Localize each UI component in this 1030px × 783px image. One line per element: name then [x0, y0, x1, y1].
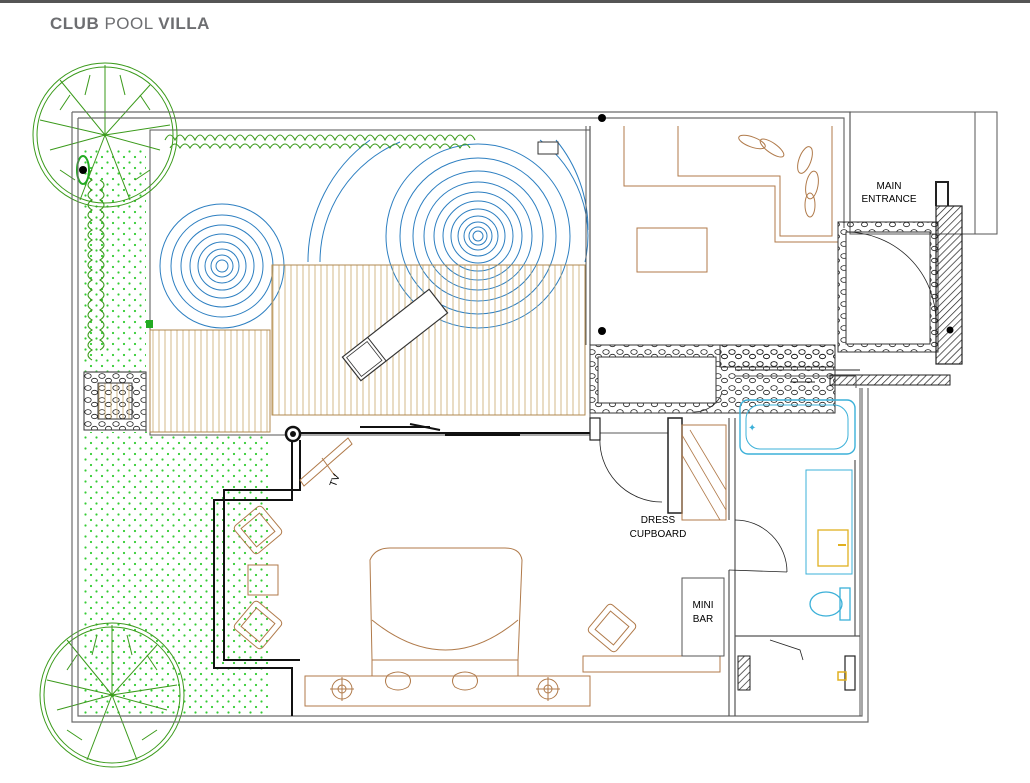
title-pool: POOL	[104, 14, 154, 33]
dress-cupboard-label-1: DRESS	[641, 515, 676, 526]
toilet	[809, 587, 851, 621]
pool-deck	[271, 264, 586, 416]
dress-cupboard	[589, 392, 727, 521]
dress-cupboard-label-2: CUPBOARD	[630, 529, 687, 540]
main-entrance-label-1: MAIN	[877, 181, 902, 192]
mini-bar-label-2: BAR	[693, 614, 714, 625]
bathroom: ✦	[728, 369, 861, 716]
hedge-top	[87, 134, 476, 361]
tree-bottom-left	[39, 622, 185, 768]
vanity	[805, 469, 853, 575]
bedroom-walls	[213, 432, 590, 716]
pebble-strip	[589, 221, 939, 414]
pool	[146, 129, 591, 436]
tv-label: TV	[328, 472, 343, 488]
main-entrance-area	[829, 111, 998, 386]
bedroom-furniture	[233, 505, 721, 707]
title-villa: VILLA	[158, 14, 210, 33]
lawn-left-strip	[84, 150, 146, 372]
sliding-doors	[360, 423, 520, 436]
coffee-table	[636, 227, 708, 273]
sun-lounger	[341, 288, 449, 382]
svg-text:✦: ✦	[748, 423, 756, 434]
lounge-room	[585, 114, 838, 345]
title-club: CLUB	[50, 14, 100, 33]
tv-unit	[299, 437, 353, 487]
top-border	[0, 0, 1030, 3]
page-title: CLUB POOL VILLA	[50, 14, 210, 34]
tree-top-left	[32, 62, 178, 208]
mini-bar	[681, 577, 725, 657]
mini-bar-label-1: MINI	[692, 600, 713, 611]
deck-left	[149, 329, 271, 433]
garden-planter	[83, 371, 147, 432]
main-entrance-label-2: ENTRANCE	[861, 194, 916, 205]
bathtub	[739, 399, 856, 455]
